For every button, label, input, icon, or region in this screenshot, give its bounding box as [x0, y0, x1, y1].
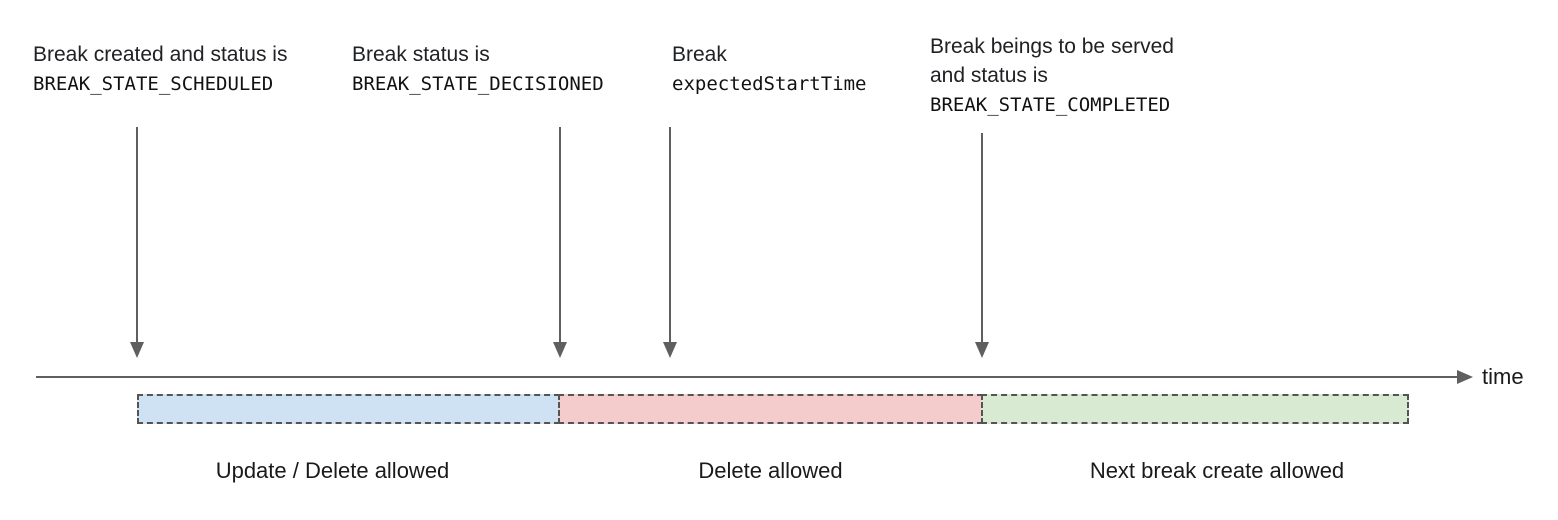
annotation-break-scheduled: Break created and status is BREAK_STATE_… — [33, 40, 287, 99]
down-arrow-icon — [975, 133, 989, 358]
segment-label-next-break-create-allowed: Next break create allowed — [1089, 458, 1345, 483]
segment-label-delete-allowed: Delete allowed — [698, 458, 843, 483]
annotation-code: BREAK_STATE_DECISIONED — [352, 73, 604, 95]
segment-delete-allowed — [558, 394, 983, 424]
annotation-code: expectedStartTime — [672, 73, 867, 95]
annotation-text: Break status is — [352, 43, 490, 66]
annotation-code: BREAK_STATE_SCHEDULED — [33, 73, 274, 95]
time-axis-arrow-icon — [36, 370, 1473, 384]
annotation-break-completed: Break beings to be served and status is … — [930, 32, 1174, 120]
annotation-text: Break — [672, 43, 727, 66]
annotation-break-decisioned: Break status is BREAK_STATE_DECISIONED — [352, 40, 604, 99]
annotation-text: Break beings to be served — [930, 35, 1174, 58]
down-arrow-icon — [663, 127, 677, 358]
annotation-expected-start-time: Break expectedStartTime — [672, 40, 866, 99]
down-arrow-icon — [130, 127, 144, 358]
down-arrow-icon — [553, 127, 567, 358]
segment-next-break-create-allowed — [981, 394, 1409, 424]
segment-label-update-delete-allowed: Update / Delete allowed — [215, 458, 450, 483]
annotation-text: Break created and status is — [33, 43, 288, 66]
segment-update-delete-allowed — [137, 394, 560, 424]
annotation-text: and status is — [930, 64, 1048, 87]
time-axis-label: time — [1482, 364, 1524, 389]
annotation-code: BREAK_STATE_COMPLETED — [930, 94, 1171, 116]
